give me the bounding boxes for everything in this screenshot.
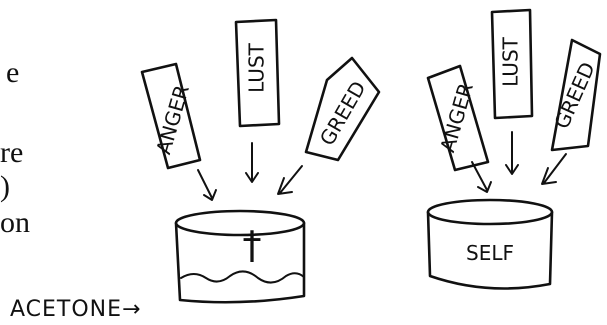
right-anger-label: ANGER xyxy=(435,80,478,155)
left-lust-card: LUST xyxy=(234,18,281,128)
right-lust-card-outline xyxy=(490,8,534,120)
left-anger-label: ANGER xyxy=(151,82,194,157)
self-label: SELF xyxy=(466,241,514,265)
right-anger-card-outline xyxy=(426,64,490,172)
left-diagram: ANGER LUST GREED † xyxy=(10,18,381,322)
text-fragment-4: on xyxy=(0,206,30,239)
text-fragment-2: re xyxy=(0,136,24,169)
left-arrow-lust xyxy=(245,142,259,183)
left-container-body xyxy=(174,221,306,304)
right-lust-label: LUST xyxy=(499,36,523,86)
left-lust-card-outline xyxy=(234,18,281,128)
left-anger-card-outline xyxy=(140,62,202,170)
left-arrow-anger xyxy=(197,169,217,201)
left-container-rim xyxy=(174,209,306,237)
left-greed-card-outline xyxy=(304,56,381,162)
left-greed-label: GREED xyxy=(315,77,371,150)
right-container-rim xyxy=(426,198,554,226)
right-greed-card-outline xyxy=(550,38,602,152)
left-container-cross: † xyxy=(243,223,262,267)
left-container-liquid xyxy=(180,270,305,284)
right-arrow-lust xyxy=(505,131,519,175)
left-arrow-greed xyxy=(277,165,303,195)
right-arrow-anger xyxy=(471,161,492,193)
right-arrow-greed xyxy=(541,153,567,185)
right-container: SELF xyxy=(426,198,554,290)
left-lust-label: LUST xyxy=(245,42,269,92)
text-fragment-1: e xyxy=(6,56,20,89)
right-anger-card: ANGER xyxy=(426,64,490,172)
left-anger-card: ANGER xyxy=(140,62,202,170)
left-greed-card: GREED xyxy=(304,56,381,162)
right-container-body xyxy=(426,210,554,290)
text-fragment-3: ) xyxy=(0,170,10,203)
left-container: † xyxy=(174,209,306,304)
right-lust-card: LUST xyxy=(490,8,534,120)
acetone-label: ACETONE→ xyxy=(10,297,141,322)
right-greed-card: GREED xyxy=(549,38,602,152)
right-diagram: ANGER LUST GREED SELF xyxy=(426,8,602,290)
